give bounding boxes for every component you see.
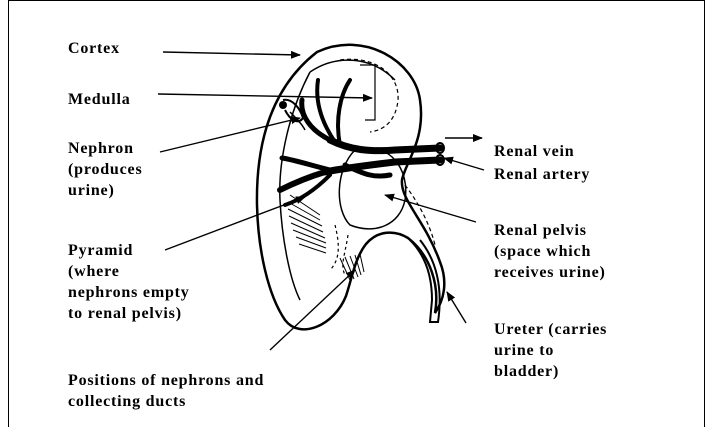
label-renal-pelvis: Renal pelvis (space which receives urine… [494, 220, 606, 283]
label-renal-pelvis-line: Renal pelvis [494, 220, 606, 241]
glomerulus [279, 101, 287, 109]
label-renal-pelvis-line: receives urine) [494, 262, 606, 283]
label-ureter-line: urine to [494, 340, 607, 361]
label-pyramid-line: Pyramid [68, 240, 190, 261]
label-renal-vein: Renal vein [494, 141, 574, 162]
pyramid-dashed [330, 225, 338, 270]
label-nephron: Nephron (produces urine) [68, 138, 142, 201]
label-ureter-line: Ureter (carries [494, 319, 607, 340]
label-pyramid-line: (where [68, 261, 190, 282]
label-positions-line: collecting ducts [68, 391, 264, 412]
label-renal-artery: Renal artery [494, 164, 590, 185]
renal-artery-leader [444, 158, 484, 170]
label-nephron-line: Nephron [68, 138, 142, 159]
label-renal-pelvis-line: (space which [494, 241, 606, 262]
label-medulla: Medulla [68, 89, 131, 110]
medulla-dashed [340, 59, 398, 132]
positions-leader [270, 270, 355, 350]
label-positions-line: Positions of nephrons and [68, 370, 264, 391]
ureter-leader [447, 292, 466, 323]
cortex-upper-line [310, 60, 395, 80]
label-nephron-line: (produces [68, 159, 142, 180]
label-ureter: Ureter (carries urine to bladder) [494, 319, 607, 382]
label-pyramid-line: nephrons empty [68, 282, 190, 303]
nephron-leader [160, 118, 300, 152]
label-pyramid-line: to renal pelvis) [68, 303, 190, 324]
label-pyramid: Pyramid (where nephrons empty to renal p… [68, 240, 190, 324]
label-cortex: Cortex [68, 38, 120, 59]
medulla-bracket [360, 65, 375, 120]
label-nephron-line: urine) [68, 180, 142, 201]
lower-dashed [405, 185, 435, 245]
label-ureter-line: bladder) [494, 361, 607, 382]
renal-pelvis-leader [385, 195, 476, 222]
medulla-leader [158, 94, 372, 98]
cortex-leader [163, 52, 300, 55]
label-positions: Positions of nephrons and collecting duc… [68, 370, 264, 412]
